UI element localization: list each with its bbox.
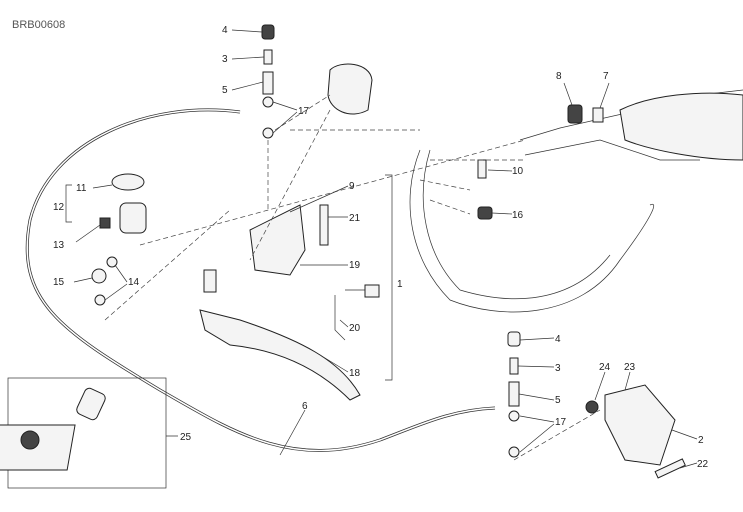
callout-17: 17 (555, 417, 567, 428)
clutch-lever-18 (199, 309, 361, 401)
banjo-bolt-5 (262, 71, 274, 95)
callout-21: 21 (349, 213, 361, 224)
callout-17: 17 (298, 106, 310, 117)
callout-15: 15 (53, 277, 65, 288)
grip (619, 92, 743, 161)
washer-17b (262, 127, 274, 139)
callout-12: 12 (53, 202, 65, 213)
screw-22 (654, 458, 686, 479)
callout-18: 18 (349, 368, 361, 379)
bleed-valve-3b (509, 357, 519, 375)
callout-22: 22 (697, 459, 709, 470)
reservoir-12 (119, 202, 147, 234)
bleed-cap-4b (507, 331, 521, 347)
pin-21 (319, 204, 329, 246)
guard-frame (409, 149, 654, 313)
callout-6: 6 (302, 401, 308, 412)
callout-8: 8 (556, 71, 562, 82)
callout-13: 13 (53, 240, 65, 251)
callout-1: 1 (397, 279, 403, 290)
bleed-cap-4 (261, 24, 275, 40)
callout-7: 7 (603, 71, 609, 82)
reservoir-cap-11 (111, 173, 145, 191)
diagram-code: BRB00608 (12, 19, 66, 31)
callout-3: 3 (222, 54, 228, 65)
callout-20: 20 (349, 323, 361, 334)
callout-5: 5 (222, 85, 228, 96)
callout-24: 24 (599, 362, 611, 373)
banjo-bolt-5b (508, 381, 520, 407)
slave-cylinder-23 (604, 384, 676, 466)
callout-19: 19 (349, 260, 361, 271)
callout-4: 4 (222, 25, 228, 36)
callout-10: 10 (512, 166, 524, 177)
callout-9: 9 (349, 181, 355, 192)
callout-25: 25 (180, 432, 192, 443)
callout-3: 3 (555, 363, 561, 374)
callout-4: 4 (555, 334, 561, 345)
callout-11: 11 (76, 183, 87, 194)
lever-bracket (249, 204, 306, 276)
master-cylinder (327, 63, 373, 115)
callout-2: 2 (698, 435, 704, 446)
callout-16: 16 (512, 210, 524, 221)
washer-17 (262, 96, 274, 108)
callout-5: 5 (555, 395, 561, 406)
bleed-valve-3 (263, 49, 273, 65)
callout-23: 23 (624, 362, 636, 373)
callout-14: 14 (128, 277, 140, 288)
